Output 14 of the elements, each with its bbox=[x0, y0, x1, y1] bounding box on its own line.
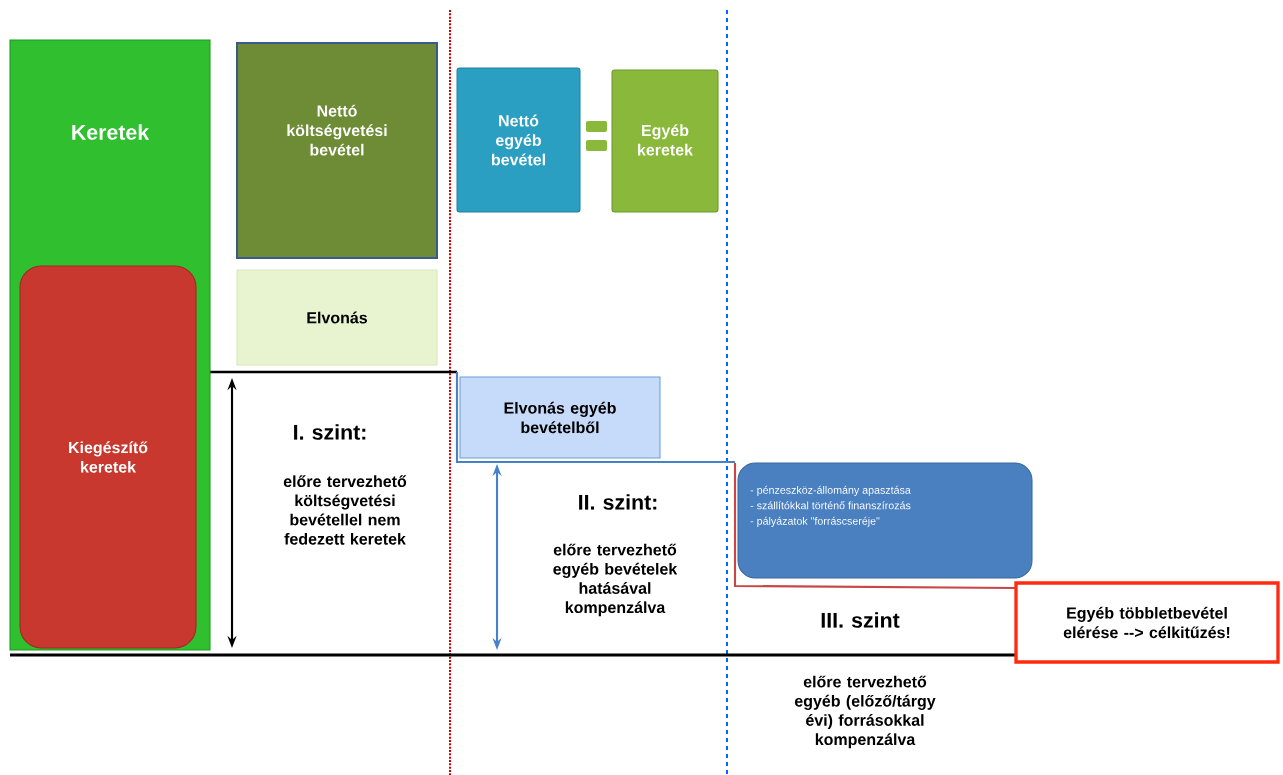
level-heading: I. szint: bbox=[294, 424, 366, 440]
rounded-box: - pénzeszköz-állomány apasztása - szállítókkal történő finanszírozás - pályázatok "forráscseréje" bbox=[737, 462, 1033, 579]
level-description: előre tervezhető költségvetési bevétellel nem fedezett keretek bbox=[283, 475, 407, 545]
box: Elvonás egyéb bevételből bbox=[459, 376, 661, 459]
box: Egyéb keretek bbox=[611, 69, 719, 213]
level-heading: III. szint bbox=[821, 612, 900, 628]
rounded-box: Kiegészítő keretek bbox=[19, 265, 197, 649]
level-description: előre tervezhető egyéb (előző/tárgy évi) forrásokkal kompenzálva bbox=[794, 675, 936, 749]
level-heading: II. szint: bbox=[579, 494, 657, 510]
box: Nettó egyéb bevétel bbox=[456, 67, 581, 213]
box: Nettó költségvetési bevétel bbox=[236, 42, 438, 259]
level-description: előre tervezhető egyéb bevételek hatásával kompenzálva bbox=[553, 543, 678, 617]
callout-box: Egyéb többletbevétel elérése --> célkitűzés! bbox=[1014, 581, 1280, 664]
box: Elvonás bbox=[236, 269, 438, 366]
